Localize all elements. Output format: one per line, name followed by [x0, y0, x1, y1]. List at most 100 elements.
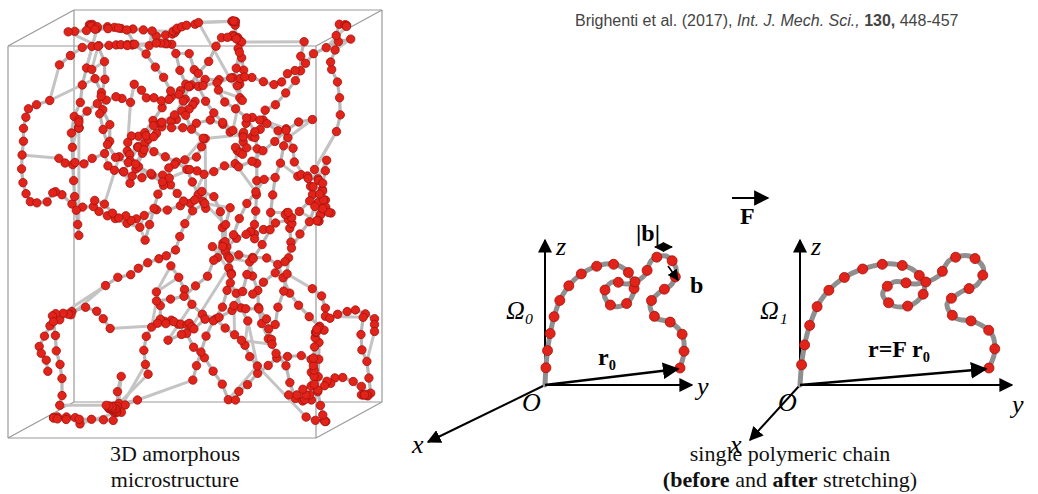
bead	[172, 49, 180, 57]
bead	[142, 94, 150, 102]
bead	[287, 244, 295, 252]
bead	[161, 153, 169, 161]
bead	[630, 277, 640, 287]
bead	[176, 232, 184, 240]
bead	[978, 270, 988, 280]
bead	[175, 273, 183, 281]
bead	[232, 35, 240, 43]
bead	[148, 27, 156, 35]
bead	[255, 305, 263, 313]
axis-label: y	[697, 372, 709, 402]
bead	[210, 256, 218, 264]
bead	[82, 26, 90, 34]
bead	[76, 98, 84, 106]
bead	[215, 313, 223, 321]
crosslink-rod	[199, 21, 232, 22]
bead	[124, 138, 132, 146]
bead	[108, 209, 116, 217]
bead	[309, 354, 317, 362]
crosslink-rod	[60, 404, 106, 407]
bead	[238, 96, 246, 104]
bead	[199, 134, 207, 142]
bead	[188, 300, 196, 308]
bead	[56, 360, 64, 368]
bead	[262, 315, 270, 323]
bead	[166, 87, 174, 95]
crosslink-rod	[315, 132, 337, 170]
bead	[259, 278, 267, 286]
bead	[140, 145, 148, 153]
bead	[984, 325, 994, 335]
bead	[151, 63, 159, 71]
bead	[264, 361, 272, 369]
bead	[157, 97, 165, 105]
bead	[123, 41, 131, 49]
bead	[66, 51, 74, 59]
bead	[83, 107, 91, 115]
chain-rod	[190, 120, 313, 175]
bead	[114, 273, 122, 281]
bead	[646, 295, 656, 305]
bead	[58, 391, 66, 399]
bead	[197, 143, 205, 151]
cube-edge	[8, 437, 316, 438]
bead	[327, 65, 335, 73]
bead	[101, 75, 109, 83]
crosslink-rod	[22, 155, 59, 158]
bead	[189, 376, 197, 384]
bead	[102, 401, 110, 409]
bead	[282, 89, 290, 97]
chain-rod	[52, 313, 71, 405]
bead	[75, 415, 83, 423]
bead	[153, 319, 161, 327]
bead	[165, 164, 173, 172]
bead	[142, 50, 150, 58]
bead	[141, 360, 149, 368]
bead	[189, 343, 197, 351]
bead	[163, 206, 171, 214]
bead	[72, 206, 80, 214]
axis-arrow	[800, 384, 1012, 386]
cube-edge	[7, 46, 8, 438]
bead	[947, 310, 957, 320]
bead	[268, 340, 276, 348]
bead	[121, 401, 129, 409]
bead	[49, 189, 57, 197]
bead	[229, 231, 237, 239]
bead	[43, 198, 51, 206]
bead	[110, 166, 118, 174]
bead	[91, 25, 99, 33]
bead	[136, 223, 144, 231]
bead	[271, 101, 279, 109]
bead	[884, 298, 894, 308]
bead	[316, 401, 324, 409]
bead	[149, 133, 157, 141]
bead	[343, 307, 351, 315]
bead	[191, 196, 199, 204]
bead	[78, 81, 86, 89]
bead	[281, 258, 289, 266]
bead	[120, 168, 128, 176]
bead	[19, 178, 27, 186]
bead	[166, 295, 174, 303]
bead	[258, 240, 266, 248]
bead	[613, 277, 623, 287]
bead	[270, 80, 278, 88]
axis-label: O	[778, 388, 797, 418]
bead	[144, 370, 152, 378]
bead	[17, 165, 25, 173]
bead	[271, 269, 279, 277]
bead	[319, 204, 327, 212]
chain-rod	[218, 187, 314, 258]
chain-rod	[108, 166, 203, 202]
bead	[308, 285, 316, 293]
bead	[111, 153, 119, 161]
bead	[230, 17, 238, 25]
bead	[201, 97, 209, 105]
citation: Brighenti et al. (2017), Int. J. Mech. S…	[575, 12, 958, 30]
bead	[282, 126, 290, 134]
bead	[283, 352, 291, 360]
bead	[365, 374, 373, 382]
